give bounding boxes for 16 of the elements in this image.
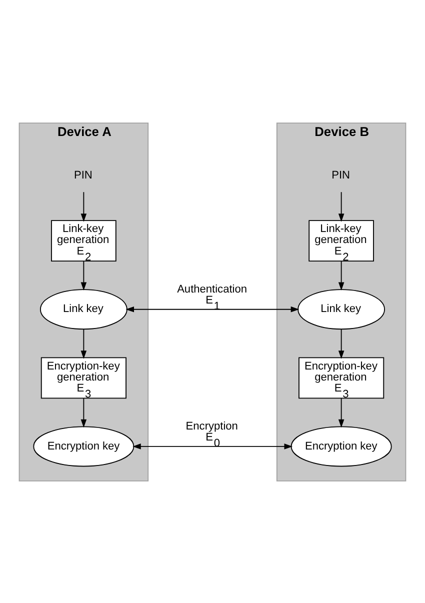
node-ellipse: Encryption key [33,426,134,466]
arrow [338,191,344,222]
arrow [338,398,344,428]
arrow [338,328,344,358]
arrow [80,260,87,290]
arrow [132,443,293,449]
node-text: PIN [332,168,350,181]
node-ellipse: Encryption key [290,426,392,466]
arrow [338,260,344,290]
node-text: PIN [74,168,92,181]
arrow [80,398,87,428]
arrow [126,306,300,312]
arrow [80,328,87,358]
node-ellipse: Link key [298,288,386,330]
node-ellipse: Link key [40,288,128,330]
arrow [80,191,87,222]
